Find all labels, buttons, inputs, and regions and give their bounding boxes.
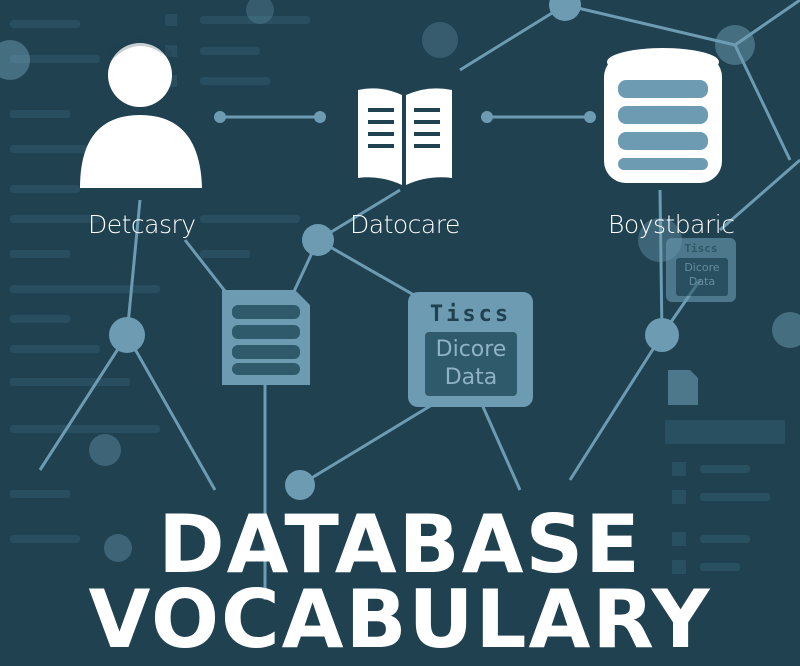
title-line1: DATABASE: [158, 498, 642, 591]
database-icon: [604, 48, 722, 183]
small-card-line1: Dicore: [684, 261, 720, 274]
file-icon-small: [668, 370, 698, 405]
user-icon: [80, 38, 202, 188]
node-label-user: Detcasry: [88, 210, 196, 239]
small-card-line2: Data: [688, 275, 716, 288]
center-card: [408, 292, 533, 407]
small-card-header: Tiscs: [684, 242, 718, 255]
background-list-right: [665, 420, 785, 574]
center-card-body: Dicore Data: [425, 336, 517, 392]
node-label-book: Datocare: [350, 210, 460, 239]
center-card-line1: Dicore: [435, 337, 507, 362]
document-database-icon: [222, 290, 310, 385]
node-label-database: Boystbaric: [608, 210, 735, 239]
small-card: [666, 238, 736, 302]
network-lines: [38, 0, 800, 600]
background-list-left: [10, 14, 310, 543]
network-background: [0, 0, 800, 600]
center-card-header: Tiscs: [429, 302, 512, 327]
small-card-body: Dicore Data: [676, 261, 728, 289]
title-line2: VOCABULARY: [88, 573, 712, 666]
book-icon: [358, 88, 452, 185]
center-card-line2: Data: [444, 365, 498, 390]
